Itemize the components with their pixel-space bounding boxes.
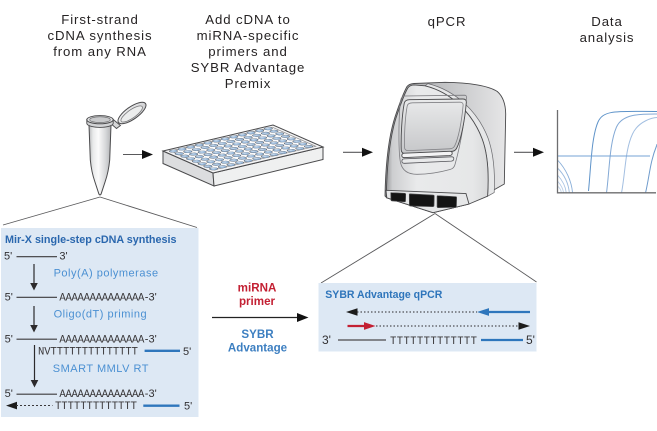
svg-text:qPCR: qPCR <box>428 14 467 29</box>
svg-text:SMART MMLV RT: SMART MMLV RT <box>53 363 149 375</box>
svg-text:primer: primer <box>239 295 276 308</box>
svg-text:SYBR Advantage: SYBR Advantage <box>191 60 306 75</box>
svg-text:5': 5' <box>184 400 192 412</box>
svg-text:AAAAAAAAAAAAAA: AAAAAAAAAAAAAA <box>59 292 145 304</box>
svg-text:Data: Data <box>591 14 622 29</box>
svg-text:3': 3' <box>322 333 331 347</box>
svg-text:AAAAAAAAAAAAAA: AAAAAAAAAAAAAA <box>59 335 145 347</box>
svg-text:primers and: primers and <box>208 44 288 59</box>
svg-text:miRNA-specific: miRNA-specific <box>197 28 300 43</box>
svg-text:miRNA: miRNA <box>238 282 277 295</box>
svg-text:NVTTTTTTTTTTTTTT: NVTTTTTTTTTTTTTT <box>38 347 138 359</box>
svg-text:5': 5' <box>5 334 13 346</box>
svg-text:Advantage: Advantage <box>228 341 288 354</box>
svg-text:Poly(A) polymerase: Poly(A) polymerase <box>54 268 159 280</box>
svg-text:Premix: Premix <box>225 76 271 91</box>
svg-text:cDNA synthesis: cDNA synthesis <box>48 28 153 43</box>
svg-text:5': 5' <box>526 333 535 347</box>
svg-text:-3': -3' <box>145 291 157 303</box>
svg-text:SYBR: SYBR <box>241 328 274 341</box>
svg-text:analysis: analysis <box>580 30 635 45</box>
svg-text:5': 5' <box>4 251 12 263</box>
svg-text:First-strand: First-strand <box>61 12 138 27</box>
svg-text:SYBR Advantage qPCR: SYBR Advantage qPCR <box>325 289 442 301</box>
svg-text:TTTTTTTTTTTTT: TTTTTTTTTTTTT <box>390 336 477 348</box>
svg-text:5': 5' <box>5 388 13 400</box>
svg-text:5': 5' <box>5 291 13 303</box>
svg-text:Mir-X single-step cDNA synthes: Mir-X single-step cDNA synthesis <box>5 234 177 246</box>
svg-text:3': 3' <box>59 251 67 263</box>
svg-text:AAAAAAAAAAAAAA: AAAAAAAAAAAAAA <box>59 389 145 401</box>
svg-text:-3': -3' <box>145 334 157 346</box>
svg-text:TTTTTTTTTTTTT: TTTTTTTTTTTTT <box>55 401 137 413</box>
svg-text:Add cDNA to: Add cDNA to <box>205 12 290 27</box>
svg-text:from any RNA: from any RNA <box>53 44 147 59</box>
svg-text:Oligo(dT) priming: Oligo(dT) priming <box>54 308 147 320</box>
svg-text:5': 5' <box>183 346 191 358</box>
svg-text:-3': -3' <box>145 388 157 400</box>
